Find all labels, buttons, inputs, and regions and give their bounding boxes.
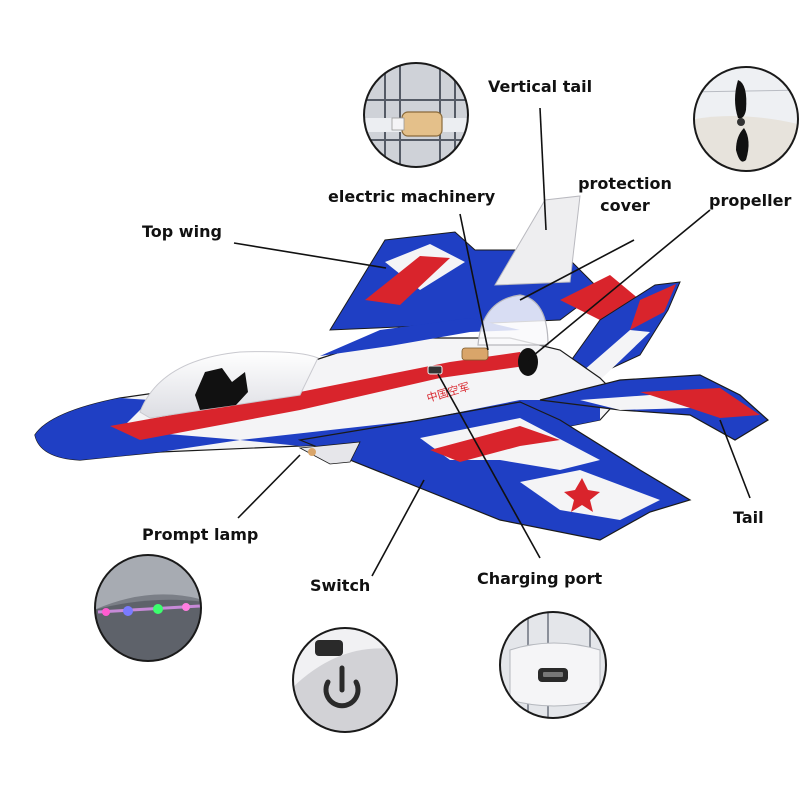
vertical-tail-right-white: [575, 330, 650, 380]
leader-top-wing: [233, 242, 387, 269]
leader-charging-port: [437, 373, 541, 559]
propeller-motor-hub: [518, 348, 538, 376]
switch-detail-bubble: [292, 627, 398, 733]
fuselage-upper-stripe: [320, 318, 520, 356]
label-switch: Switch: [310, 576, 371, 595]
main-wing-near-red: [430, 426, 560, 462]
label-charging-port: Charging port: [477, 569, 603, 588]
label-propeller: propeller: [709, 191, 792, 210]
vertical-tail-fin: [494, 195, 581, 286]
propeller-icon: [735, 80, 749, 162]
label-protection-cover: protection cover: [570, 173, 680, 217]
motor-detail-bubble: [363, 62, 469, 168]
leader-electric-machinery: [459, 213, 489, 351]
label-protection-cover-line2: cover: [600, 196, 650, 215]
power-icon: [323, 665, 361, 709]
fuselage-red-stripe: [110, 352, 525, 440]
airplane-illustration: 中国空军: [34, 195, 770, 541]
label-electric-machinery: electric machinery: [328, 187, 496, 206]
nose-blue: [35, 398, 240, 460]
vertical-tail-right-red: [630, 284, 676, 330]
rear-wing-far-stripe: [365, 256, 450, 305]
callout-lines: [233, 107, 751, 577]
usb-port-icon: [538, 668, 568, 682]
leader-switch: [371, 479, 425, 577]
charging-port-detail-bubble: [499, 611, 607, 719]
horizontal-tail-white: [580, 395, 690, 410]
leader-prompt-lamp: [237, 454, 301, 519]
led-strip-icon: [97, 603, 201, 616]
motor-icon: [401, 111, 443, 137]
leader-tail: [719, 419, 751, 499]
label-tail: Tail: [733, 508, 764, 527]
label-protection-cover-line1: protection: [578, 174, 672, 193]
fuselage-prompt-lamp: [308, 448, 316, 456]
protection-cover-dome: [477, 294, 549, 346]
motor-body: [461, 347, 489, 361]
propeller-detail-bubble: [693, 66, 799, 172]
leader-vertical-tail: [539, 107, 547, 231]
label-prompt-lamp: Prompt lamp: [142, 525, 259, 544]
prompt-lamp-detail-bubble: [94, 554, 202, 662]
leader-protection-cover: [519, 239, 635, 301]
wing-star-marking: [564, 478, 600, 512]
label-vertical-tail: Vertical tail: [488, 77, 593, 96]
cockpit-seat: [195, 368, 248, 410]
horizontal-tail-red: [640, 388, 760, 418]
label-top-wing: Top wing: [142, 222, 222, 241]
fuselage-switch: [427, 365, 443, 375]
leader-propeller: [527, 209, 711, 361]
belly-fin: [298, 441, 361, 465]
